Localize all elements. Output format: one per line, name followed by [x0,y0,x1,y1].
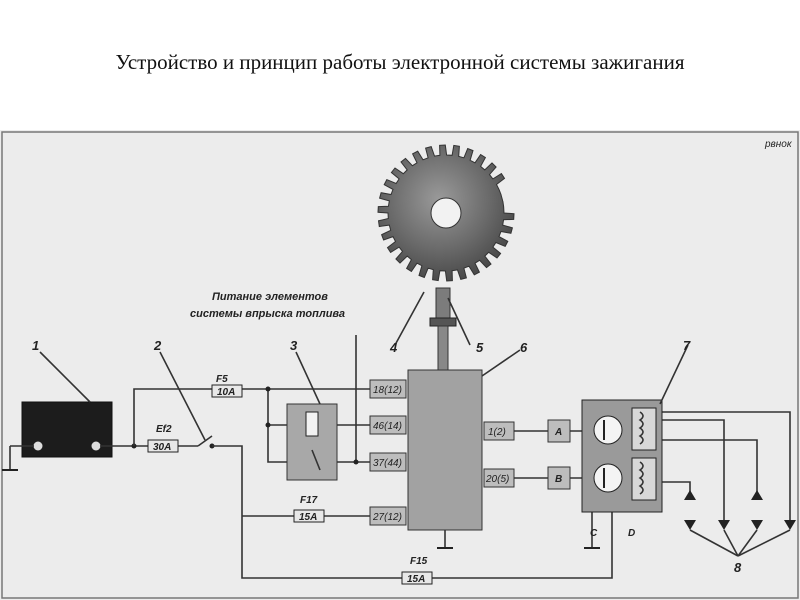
callout-leaders [39,291,689,441]
ecu [407,369,483,531]
svg-text:D: D [628,528,635,539]
pin-37: 37(44) [373,458,402,469]
callout-5: 5 [476,340,484,355]
callout-6: 6 [520,340,528,355]
svg-text:C: C [590,528,598,539]
fuse-f15: F15 15A [401,556,433,585]
ecu-pins-right: 1(2) 20(5) [483,421,515,488]
svg-text:30A: 30A [153,442,171,453]
gear-hub-hole [430,197,462,229]
reluctor-wheel [377,144,515,282]
fuse-f17: F17 15A [293,495,325,523]
diagram-frame [1,131,799,599]
callouts: 1 2 3 4 5 6 7 8 [32,338,742,575]
spark-plugs [684,490,796,557]
callout-3: 3 [290,338,298,353]
svg-text:системы впрыска топлива: системы впрыска топлива [190,308,345,320]
svg-text:15A: 15A [407,574,425,585]
callout-4: 4 [389,340,398,355]
crankshaft-sensor [429,287,457,371]
svg-text:Ef2: Ef2 [156,424,172,435]
pin-27: 27(12) [372,512,402,523]
page-title: Устройство и принцип работы электронной … [115,50,685,74]
fuel-injection-caption: Питание элементов системы впрыска топлив… [190,291,345,320]
battery [2,401,113,471]
svg-text:10A: 10A [217,387,235,398]
fuse-f5: F5 10A [211,374,243,398]
callout-8: 8 [734,560,742,575]
ignition-module: C D [581,399,663,539]
relay [286,403,338,481]
pin-1: 1(2) [488,427,506,438]
callout-2: 2 [153,338,162,353]
fuse-ef2: Ef2 30A [147,424,179,453]
svg-text:15A: 15A [299,512,317,523]
svg-text:F15: F15 [410,556,428,567]
svg-text:Питание элементов: Питание элементов [212,291,328,303]
svg-text:B: B [555,474,562,485]
callout-1: 1 [32,338,39,353]
ecu-pins-left: 18(12) 46(14) 37(44) 27(12) [369,379,407,526]
svg-text:F5: F5 [216,374,228,385]
callout-7: 7 [683,338,691,353]
pin-20: 20(5) [485,474,509,485]
svg-text:A: A [554,427,562,438]
pin-18: 18(12) [373,385,402,396]
coil-inputs: A B [547,419,571,490]
svg-text:F17: F17 [300,495,318,506]
pin-46: 46(14) [373,421,402,432]
watermark: рвнок [764,139,793,150]
